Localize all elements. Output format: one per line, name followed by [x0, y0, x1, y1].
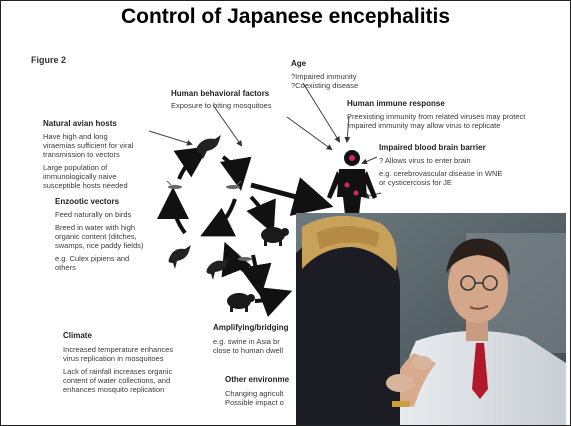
avian-line: susceptible hosts needed: [43, 181, 128, 190]
pig-cycle-arrows: [229, 197, 281, 301]
behavioral-line: Exposure to biting mosquitoes: [171, 101, 271, 110]
climate-line: enhances mosquito replication: [63, 385, 164, 394]
amplifying-line: e.g. swine in Asia br: [213, 337, 280, 346]
climate-line: content of water collections, and: [63, 376, 170, 385]
vectors-line: swamps, rice paddy fields): [55, 241, 143, 250]
immune-heading: Human immune response: [347, 99, 445, 109]
bbb-line: ? Allows virus to enter brain: [379, 156, 471, 165]
bbb-heading: Impaired blood brain barrier: [379, 143, 486, 153]
photo-drawing: [296, 213, 566, 425]
immune-line: Impaired immunity may allow virus to rep…: [347, 121, 500, 130]
vaccination-photo: [296, 213, 566, 425]
amplifying-line: close to human dwell: [213, 346, 283, 355]
age-line: ?Impaired immunity: [291, 72, 356, 81]
avian-line: Large population of: [43, 163, 107, 172]
avian-heading: Natural avian hosts: [43, 119, 117, 129]
climate-line: virus replication in mosquitoes: [63, 354, 163, 363]
vectors-line: organic content (ditches,: [55, 232, 137, 241]
bird-cycle-arrows: [173, 153, 239, 233]
avian-line: immunologically naive: [43, 172, 116, 181]
age-line: ?Coexisting disease: [291, 81, 358, 90]
other-env-line: Possible impact o: [225, 398, 284, 407]
avian-line: viraemias sufficient for viral: [43, 141, 133, 150]
bird-icon: [169, 245, 192, 269]
mosquito-icon: [226, 181, 241, 189]
bbb-line: e.g. cerebrovascular disease in WNE: [379, 169, 502, 178]
bbb-line: or cysticercosis for JE: [379, 178, 452, 187]
vectors-line: e.g. Culex pipiens and: [55, 254, 129, 263]
vectors-line: Breed in water with high: [55, 223, 135, 232]
avian-line: transmission to vectors: [43, 150, 120, 159]
other-env-line: Changing agricult: [225, 389, 283, 398]
arrow-to-human: [251, 185, 319, 203]
amplifying-heading: Amplifying/bridging: [213, 323, 289, 333]
pig-icon: [261, 227, 289, 246]
climate-heading: Climate: [63, 331, 92, 341]
other-env-heading: Other environme: [225, 375, 289, 385]
behavioral-heading: Human behavioral factors: [171, 89, 269, 99]
climate-line: Lack of rainfall increases organic: [63, 367, 172, 376]
bird-icon: [207, 257, 230, 280]
climate-line: Increased temperature enhances: [63, 345, 173, 354]
immune-line: Preexisting immunity from related viruse…: [347, 112, 525, 121]
mosquito-icon: [167, 181, 182, 189]
mosquito-icon: [237, 253, 252, 261]
vectors-line: Feed naturally on birds: [55, 210, 131, 219]
pig-icon: [227, 293, 255, 312]
vectors-heading: Enzootic vectors: [55, 197, 119, 207]
avian-line: Have high and long: [43, 132, 108, 141]
vectors-line: others: [55, 263, 76, 272]
bird-icon: [197, 135, 222, 159]
age-heading: Age: [291, 59, 306, 69]
